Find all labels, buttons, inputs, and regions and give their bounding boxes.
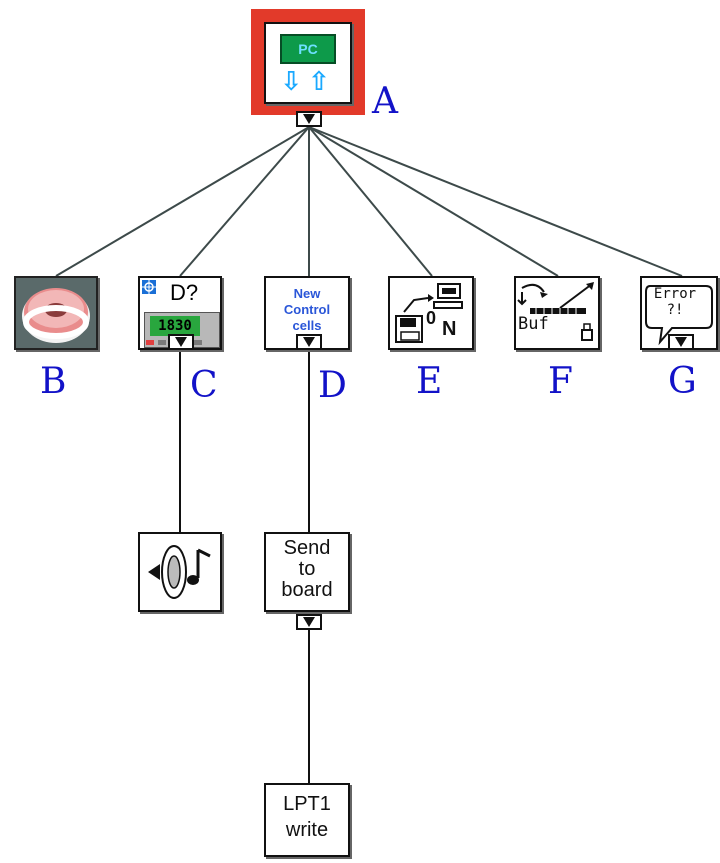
label-g: G <box>668 361 697 402</box>
node-e[interactable]: 0 N <box>388 276 474 350</box>
edge-a-c <box>179 126 310 277</box>
buffer-icon <box>517 282 594 341</box>
target-icon <box>142 280 156 294</box>
node-c-child[interactable] <box>138 532 222 612</box>
label-a: A <box>372 81 398 122</box>
error-bubble-icon <box>645 285 713 346</box>
speaker-music-icon <box>148 545 211 599</box>
lpt1-write-label: LPT1 write <box>283 793 331 841</box>
label-f: F <box>548 361 573 402</box>
donut-icon <box>22 288 90 343</box>
buf-label: Buf <box>518 314 549 334</box>
node-b[interactable] <box>14 276 98 350</box>
root-node-a[interactable]: PC ⇩⇧ <box>264 22 352 104</box>
node-d-child[interactable]: Send to board <box>264 532 350 612</box>
error-label: Error ?! <box>653 286 697 318</box>
edge-a-g <box>308 126 683 277</box>
label-c: C <box>190 365 218 406</box>
send-to-board-label: Send to board <box>281 537 333 601</box>
node-a-port[interactable] <box>296 111 322 127</box>
transfer-arrows-icon: ⇩⇧ <box>280 67 336 97</box>
pc-screen-label: PC <box>280 34 336 64</box>
new-control-cells-label: New Control cells <box>283 286 331 333</box>
node-c-port[interactable] <box>168 334 194 350</box>
edge-a-b <box>55 126 310 277</box>
label-d: D <box>318 365 347 406</box>
label-e: E <box>416 361 443 402</box>
lcd-display: 1830 <box>150 316 200 336</box>
node-c[interactable]: D? 1830 <box>138 276 222 350</box>
label-b: B <box>40 361 67 402</box>
node-d-port[interactable] <box>296 334 322 350</box>
node-d-grandchild[interactable]: LPT1 write <box>264 783 350 857</box>
n-label: N <box>442 318 457 340</box>
node-d-child-port[interactable] <box>296 614 322 630</box>
zero-label: 0 <box>426 308 437 328</box>
edge-a-f <box>308 126 559 277</box>
node-f[interactable]: Buf <box>514 276 600 350</box>
edge-a-e <box>308 126 433 277</box>
device-query-label: D? <box>170 280 199 305</box>
disk-transfer-icon <box>395 283 463 343</box>
node-g-port[interactable] <box>668 334 694 350</box>
